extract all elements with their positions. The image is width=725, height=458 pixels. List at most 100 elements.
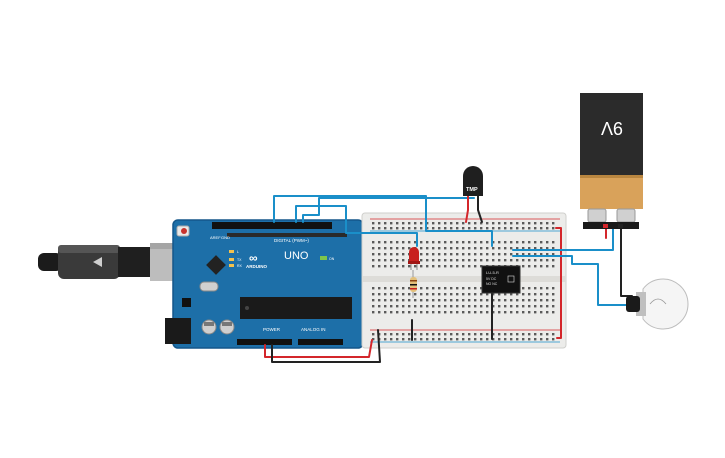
breadboard[interactable]	[361, 212, 567, 349]
breadboard-hole[interactable]	[450, 259, 453, 262]
breadboard-hole[interactable]	[420, 253, 423, 256]
breadboard-hole[interactable]	[396, 222, 399, 225]
breadboard-hole[interactable]	[438, 227, 441, 230]
breadboard-hole[interactable]	[504, 311, 507, 314]
breadboard-hole[interactable]	[522, 253, 525, 256]
breadboard-hole[interactable]	[426, 227, 429, 230]
breadboard-hole[interactable]	[402, 265, 405, 268]
breadboard-hole[interactable]	[432, 299, 435, 302]
breadboard-hole[interactable]	[456, 299, 459, 302]
breadboard-hole[interactable]	[414, 241, 417, 244]
breadboard-hole[interactable]	[510, 227, 513, 230]
breadboard-hole[interactable]	[498, 333, 501, 336]
breadboard-hole[interactable]	[420, 265, 423, 268]
breadboard-hole[interactable]	[474, 287, 477, 290]
breadboard-hole[interactable]	[432, 227, 435, 230]
breadboard-hole[interactable]	[414, 299, 417, 302]
breadboard-hole[interactable]	[468, 247, 471, 250]
breadboard-hole[interactable]	[492, 338, 495, 341]
breadboard-hole[interactable]	[480, 259, 483, 262]
breadboard-hole[interactable]	[528, 333, 531, 336]
breadboard-hole[interactable]	[480, 293, 483, 296]
breadboard-hole[interactable]	[528, 247, 531, 250]
breadboard-hole[interactable]	[492, 311, 495, 314]
breadboard-hole[interactable]	[522, 265, 525, 268]
breadboard-hole[interactable]	[438, 265, 441, 268]
breadboard-hole[interactable]	[450, 287, 453, 290]
breadboard-hole[interactable]	[384, 333, 387, 336]
breadboard-hole[interactable]	[396, 287, 399, 290]
breadboard-hole[interactable]	[540, 222, 543, 225]
breadboard-hole[interactable]	[498, 253, 501, 256]
breadboard-hole[interactable]	[540, 259, 543, 262]
breadboard-hole[interactable]	[540, 247, 543, 250]
breadboard-hole[interactable]	[444, 227, 447, 230]
breadboard-hole[interactable]	[378, 227, 381, 230]
breadboard-hole[interactable]	[474, 338, 477, 341]
battery-9v[interactable]: 9V	[580, 93, 643, 229]
breadboard-hole[interactable]	[522, 338, 525, 341]
breadboard-hole[interactable]	[396, 265, 399, 268]
breadboard-hole[interactable]	[552, 227, 555, 230]
breadboard-hole[interactable]	[498, 247, 501, 250]
breadboard-hole[interactable]	[432, 311, 435, 314]
breadboard-hole[interactable]	[540, 253, 543, 256]
breadboard-hole[interactable]	[456, 241, 459, 244]
breadboard-hole[interactable]	[522, 241, 525, 244]
breadboard-hole[interactable]	[378, 311, 381, 314]
breadboard-hole[interactable]	[456, 222, 459, 225]
breadboard-hole[interactable]	[540, 333, 543, 336]
breadboard-hole[interactable]	[492, 305, 495, 308]
breadboard-hole[interactable]	[552, 299, 555, 302]
breadboard-hole[interactable]	[546, 338, 549, 341]
breadboard-hole[interactable]	[462, 287, 465, 290]
breadboard-hole[interactable]	[462, 241, 465, 244]
breadboard-hole[interactable]	[438, 253, 441, 256]
breadboard-hole[interactable]	[408, 299, 411, 302]
breadboard-hole[interactable]	[504, 222, 507, 225]
breadboard-hole[interactable]	[522, 305, 525, 308]
breadboard-hole[interactable]	[372, 253, 375, 256]
breadboard-hole[interactable]	[384, 247, 387, 250]
arduino-uno-board[interactable]: DIGITAL (PWM~) AREF GND ∞ ARDUINO UNO L …	[165, 219, 364, 349]
breadboard-hole[interactable]	[528, 259, 531, 262]
breadboard-hole[interactable]	[444, 247, 447, 250]
breadboard-hole[interactable]	[468, 333, 471, 336]
breadboard-hole[interactable]	[372, 247, 375, 250]
breadboard-hole[interactable]	[390, 299, 393, 302]
breadboard-hole[interactable]	[426, 333, 429, 336]
breadboard-hole[interactable]	[468, 287, 471, 290]
breadboard-hole[interactable]	[438, 299, 441, 302]
breadboard-hole[interactable]	[456, 247, 459, 250]
breadboard-hole[interactable]	[522, 247, 525, 250]
breadboard-hole[interactable]	[450, 333, 453, 336]
breadboard-hole[interactable]	[456, 311, 459, 314]
breadboard-hole[interactable]	[540, 305, 543, 308]
breadboard-hole[interactable]	[420, 241, 423, 244]
breadboard-hole[interactable]	[426, 287, 429, 290]
breadboard-hole[interactable]	[396, 338, 399, 341]
breadboard-hole[interactable]	[432, 305, 435, 308]
breadboard-hole[interactable]	[486, 299, 489, 302]
breadboard-hole[interactable]	[516, 333, 519, 336]
breadboard-hole[interactable]	[414, 333, 417, 336]
breadboard-hole[interactable]	[420, 287, 423, 290]
breadboard-hole[interactable]	[384, 259, 387, 262]
breadboard-hole[interactable]	[504, 293, 507, 296]
breadboard-hole[interactable]	[390, 241, 393, 244]
breadboard-hole[interactable]	[480, 287, 483, 290]
breadboard-hole[interactable]	[498, 293, 501, 296]
breadboard-hole[interactable]	[510, 293, 513, 296]
breadboard-hole[interactable]	[444, 265, 447, 268]
breadboard-hole[interactable]	[516, 259, 519, 262]
breadboard-hole[interactable]	[546, 311, 549, 314]
breadboard-hole[interactable]	[420, 247, 423, 250]
relay[interactable]: LU-5-R 5V DC NO NC	[481, 265, 521, 294]
breadboard-hole[interactable]	[402, 299, 405, 302]
breadboard-hole[interactable]	[390, 293, 393, 296]
breadboard-hole[interactable]	[462, 311, 465, 314]
breadboard-hole[interactable]	[504, 247, 507, 250]
breadboard-hole[interactable]	[486, 293, 489, 296]
breadboard-hole[interactable]	[492, 227, 495, 230]
breadboard-hole[interactable]	[420, 311, 423, 314]
